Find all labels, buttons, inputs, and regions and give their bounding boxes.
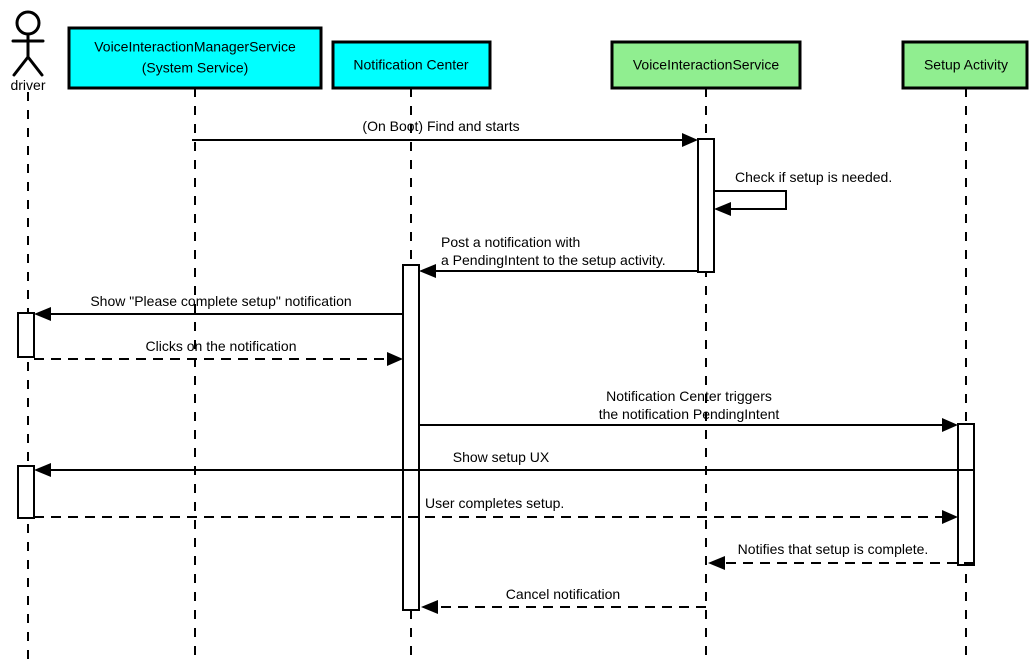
participant-setup-activity-label: Setup Activity (924, 57, 1008, 73)
actor-head-icon (15, 10, 41, 36)
message-show-setup-ux[interactable]: Show setup UX (34, 449, 974, 477)
arrowhead-right-icon (682, 133, 698, 147)
message-on-boot-find-and-starts[interactable]: (On Boot) Find and starts (192, 118, 698, 147)
message-label: Show setup UX (453, 449, 550, 465)
participant-voice-interaction-service[interactable]: VoiceInteractionService (610, 40, 802, 90)
participant-voice-interaction-service-label: VoiceInteractionService (633, 57, 780, 73)
message-label: Cancel notification (506, 586, 620, 602)
message-post-a-notification[interactable]: Post a notification with a PendingIntent… (419, 234, 698, 278)
participant-notification-center-label: Notification Center (353, 57, 469, 73)
activation-bar-notification-center-1 (402, 264, 420, 611)
message-label-line1: Notification Center triggers (606, 388, 772, 404)
message-cancel-notification[interactable]: Cancel notification (421, 586, 706, 614)
activations-layer (17, 138, 975, 611)
participant-box-notification-center[interactable] (331, 40, 492, 90)
participant-box-setup-activity[interactable] (901, 40, 1029, 90)
arrowhead-left-icon (421, 600, 438, 614)
message-label-line2: the notification PendingIntent (599, 406, 780, 422)
actor-driver[interactable]: driver (10, 10, 46, 93)
message-user-completes-setup[interactable]: User completes setup. (34, 495, 958, 524)
message-check-if-setup-is-needed[interactable]: Check if setup is needed. (714, 169, 892, 216)
message-notification-center-triggers-pendingintent[interactable]: Notification Center triggers the notific… (419, 388, 958, 432)
participant-box-vims[interactable] (67, 26, 323, 90)
arrowhead-left-icon (708, 556, 725, 570)
participant-setup-activity[interactable]: Setup Activity (901, 40, 1029, 90)
message-clicks-on-the-notification[interactable]: Clicks on the notification (34, 338, 403, 366)
message-label: (On Boot) Find and starts (362, 118, 519, 134)
message-label: Show "Please complete setup" notificatio… (90, 293, 351, 309)
actor-leg-left-icon (12, 55, 30, 77)
message-line-self (714, 190, 787, 210)
message-notifies-that-setup-is-complete[interactable]: Notifies that setup is complete. (708, 541, 974, 570)
arrowhead-left-icon (34, 307, 51, 321)
message-label-line1: Post a notification with (441, 234, 580, 250)
activation-bar-setup-activity-1 (957, 423, 975, 566)
participant-vims-label-line1: VoiceInteractionManagerService (94, 39, 296, 55)
message-show-please-complete-setup-notification[interactable]: Show "Please complete setup" notificatio… (34, 293, 403, 321)
message-label: Check if setup is needed. (735, 169, 892, 185)
activation-bar-driver-1 (17, 312, 35, 358)
arrowhead-left-icon (419, 264, 436, 278)
activation-bar-driver-2 (17, 465, 35, 519)
message-label: User completes setup. (425, 495, 564, 511)
participant-vims[interactable]: VoiceInteractionManagerService (System S… (67, 26, 323, 90)
participant-notification-center[interactable]: Notification Center (331, 40, 492, 90)
message-label: Clicks on the notification (146, 338, 297, 354)
arrowhead-left-icon (34, 463, 51, 477)
participant-box-voice-interaction-service[interactable] (610, 40, 802, 90)
arrowhead-right-icon (942, 418, 958, 432)
actor-leg-right-icon (26, 55, 44, 77)
actor-driver-label: driver (10, 77, 45, 93)
activation-bar-voice-interaction-service-1 (697, 138, 715, 273)
participant-vims-label-line2: (System Service) (142, 60, 249, 76)
arrowhead-right-icon (387, 352, 403, 366)
arrowhead-right-icon (942, 510, 958, 524)
message-label-line2: a PendingIntent to the setup activity. (441, 252, 666, 268)
message-label: Notifies that setup is complete. (738, 541, 929, 557)
arrowhead-left-icon (714, 202, 731, 216)
